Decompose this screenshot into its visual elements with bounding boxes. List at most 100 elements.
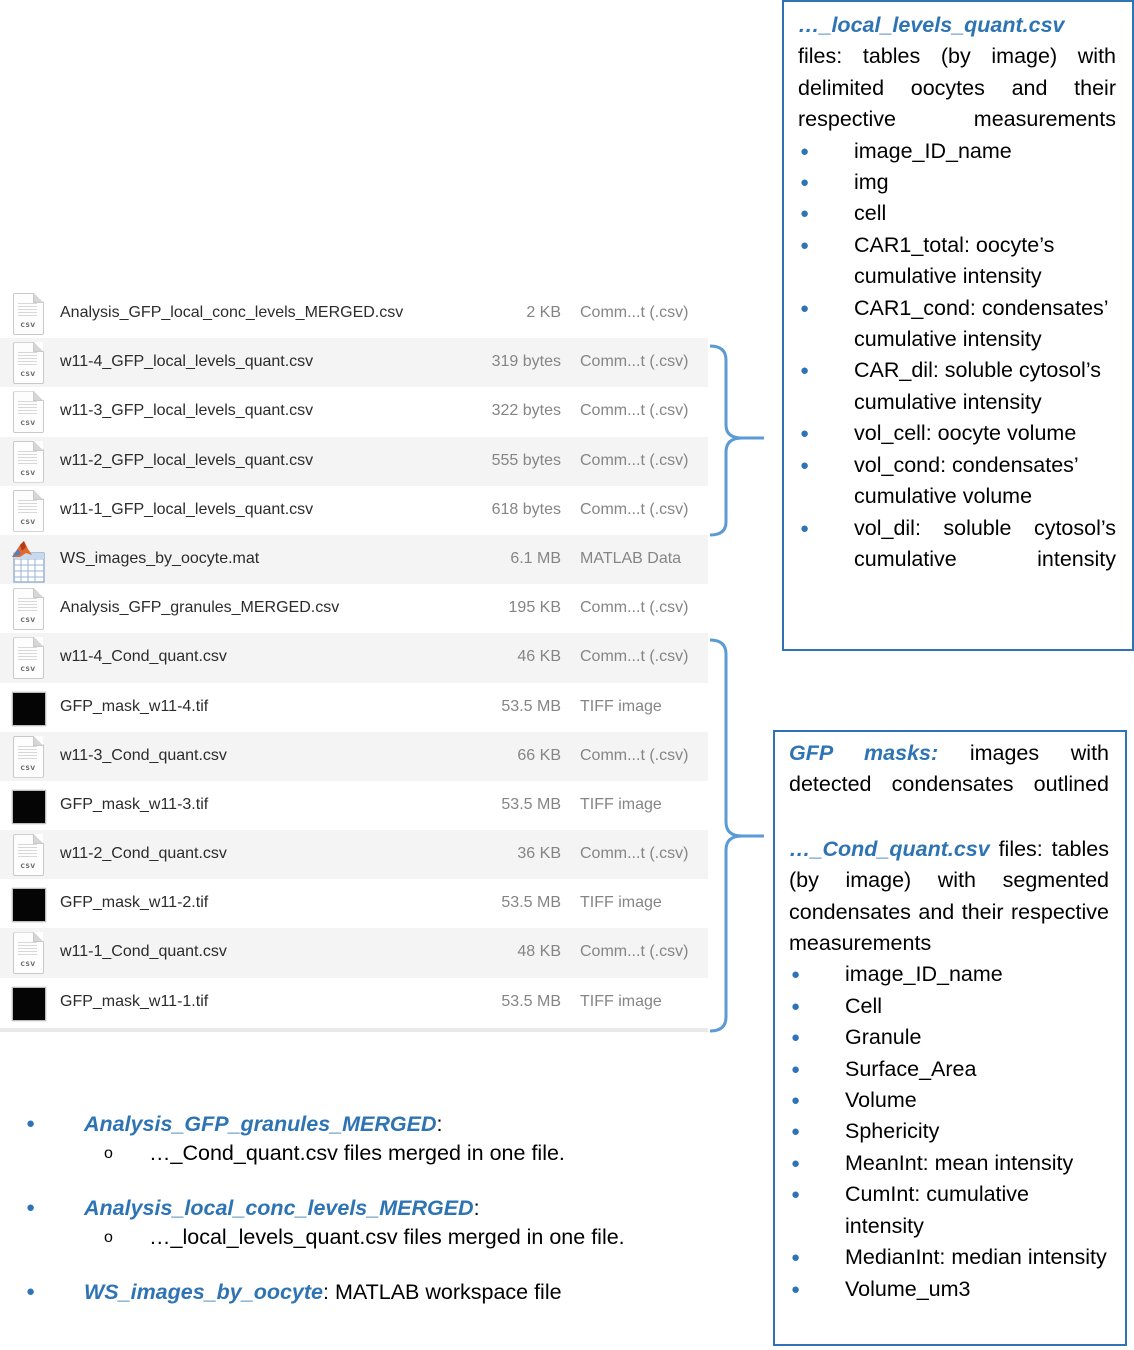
file-size: 53.5 MB	[501, 894, 561, 912]
csv-file-icon: CSV	[12, 735, 44, 778]
note-item: ●WS_images_by_oocyte: MATLAB workspace f…	[24, 1278, 724, 1307]
field-list-item: ●Sphericity	[789, 1116, 1109, 1147]
file-size: 322 bytes	[491, 402, 561, 420]
file-name: w11-2_Cond_quant.csv	[60, 845, 227, 863]
field-list-item: ●CAR1_cond: condensates’ cumulative inte…	[798, 293, 1116, 356]
bullet-icon: ●	[791, 1123, 801, 1141]
bullet-icon: ●	[800, 425, 810, 443]
bullet-icon: ●	[800, 205, 810, 223]
field-list-text: MedianInt: median intensity	[845, 1245, 1107, 1270]
note-item: ●Analysis_local_conc_levels_MERGED:o…_lo…	[24, 1194, 724, 1252]
tiff-thumbnail-icon	[12, 982, 46, 1023]
bullet-icon: ●	[800, 456, 810, 474]
file-name: GFP_mask_w11-1.tif	[60, 992, 209, 1010]
csv-file-icon: CSV	[12, 293, 44, 335]
csv-file-icon: CSV	[12, 440, 44, 483]
bullet-icon: ●	[791, 1186, 801, 1204]
cond-quant-field-list: ●image_ID_name●Cell●Granule●Surface_Area…	[789, 959, 1109, 1304]
file-kind: Comm...t (.csv)	[580, 500, 689, 518]
cond-quant-description: …_Cond_quant.csv files: tables (by image…	[789, 834, 1109, 960]
file-kind: Comm...t (.csv)	[580, 845, 689, 863]
field-list-item: ●Granule	[789, 1022, 1109, 1053]
field-list-text: CAR1_total: oocyte’s cumulative intensit…	[854, 232, 1055, 289]
bullet-icon: ●	[791, 1154, 801, 1172]
file-size: 36 KB	[517, 845, 561, 863]
field-list-item: ● CumInt: cumulative intensity	[789, 1179, 1109, 1242]
field-list-text: CAR1_cond: condensates’ cumulative inten…	[854, 295, 1108, 352]
note-title-suffix: :	[473, 1196, 480, 1220]
field-list-item: ● vol_cond: condensates’ cumulative volum…	[798, 450, 1116, 513]
csv-file-icon: CSV	[12, 588, 44, 631]
field-list-text: Volume_um3	[845, 1276, 971, 1301]
file-kind: Comm...t (.csv)	[580, 402, 689, 420]
csv-file-icon: CSV	[12, 391, 44, 434]
cond-quant-title: …_Cond_quant.csv	[789, 836, 990, 861]
field-list-item: ●CAR_dil: soluble cytosol’s cumulative i…	[798, 355, 1116, 418]
file-row[interactable]: CSV w11-2_GFP_local_levels_quant.csv 555 b…	[0, 436, 708, 486]
file-name: w11-1_Cond_quant.csv	[60, 943, 227, 961]
field-list-text: cell	[854, 201, 887, 226]
gfp-masks-title: GFP masks:	[789, 741, 939, 765]
tiff-thumbnail-icon	[12, 687, 46, 728]
note-title: Analysis_GFP_granules_MERGED	[84, 1112, 437, 1136]
field-list-text: Cell	[845, 993, 883, 1018]
bullet-icon: ●	[26, 1199, 36, 1216]
bullet-icon: ●	[791, 997, 801, 1015]
field-list-text: Volume	[845, 1088, 917, 1113]
field-list-item: ●image_ID_name	[798, 136, 1116, 167]
field-list-text: vol_cond: condensates’ cumulative volume	[854, 452, 1078, 509]
file-kind: Comm...t (.csv)	[580, 599, 689, 617]
file-size: 53.5 MB	[501, 795, 561, 813]
tiff-thumbnail-icon	[12, 785, 46, 826]
file-size: 6.1 MB	[510, 549, 561, 567]
file-name: w11-2_GFP_local_levels_quant.csv	[60, 451, 314, 469]
file-size: 46 KB	[517, 648, 561, 666]
bullet-icon: ●	[791, 1029, 801, 1047]
file-kind: TIFF image	[580, 795, 662, 813]
note-title-suffix: : MATLAB workspace file	[323, 1280, 562, 1304]
file-size: 195 KB	[508, 599, 561, 617]
file-kind: Comm...t (.csv)	[580, 648, 689, 666]
bullet-icon: ●	[800, 362, 810, 380]
field-list-item: ●Surface_Area	[789, 1054, 1109, 1085]
file-name: w11-1_GFP_local_levels_quant.csv	[60, 500, 314, 518]
field-list-item: ●MeanInt: mean intensity	[789, 1148, 1109, 1179]
file-size: 618 bytes	[491, 500, 561, 518]
field-list-text: Surface_Area	[845, 1056, 977, 1081]
matlab-file-icon	[12, 539, 45, 583]
local-levels-field-list: ●image_ID_name●img●cell●CAR1_total: oocy…	[798, 136, 1116, 576]
field-list-text: vol_dil: soluble cytosol’s cumulative in…	[854, 515, 1116, 571]
field-list-item: ●img	[798, 167, 1116, 198]
file-size: 555 bytes	[491, 451, 561, 469]
gfp-masks-text: images with detected condensates outline…	[789, 741, 1109, 797]
file-size: 53.5 MB	[501, 992, 561, 1010]
file-size: 48 KB	[517, 943, 561, 961]
file-kind: Comm...t (.csv)	[580, 451, 689, 469]
file-name: Analysis_GFP_granules_MERGED.csv	[60, 599, 340, 617]
file-size: 66 KB	[517, 746, 561, 764]
field-list-text: img	[854, 170, 889, 195]
file-size: 2 KB	[526, 304, 561, 321]
file-kind: Comm...t (.csv)	[580, 746, 689, 764]
file-kind: TIFF image	[580, 894, 662, 912]
field-list-item: ● cell	[798, 198, 1116, 229]
file-row[interactable]: CSV Analysis_GFP_granules_MERGED.csv 195 K…	[0, 584, 708, 633]
file-name: w11-4_GFP_local_levels_quant.csv	[60, 353, 314, 371]
field-list-text: CumInt: cumulative intensity	[845, 1182, 1030, 1238]
sub-bullet-icon: o	[104, 1145, 113, 1162]
note-title-suffix: :	[436, 1112, 443, 1136]
note-subtext: …_Cond_quant.csv files merged in one fil…	[149, 1141, 565, 1165]
